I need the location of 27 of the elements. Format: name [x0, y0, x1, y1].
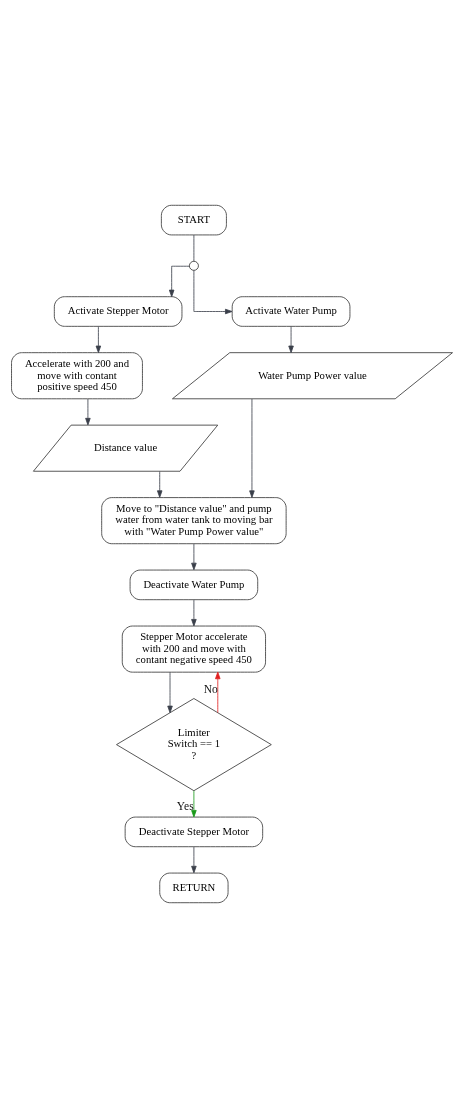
node-box: Move to "Distance value" and pump water from water tank to moving bar with "Water Pump Power value" — [101, 497, 287, 545]
node-box: Deactivate Stepper Motor — [124, 816, 264, 848]
edge-label: No — [203, 682, 218, 695]
arrow — [95, 326, 102, 354]
arrow — [168, 265, 190, 298]
arrow — [249, 398, 255, 498]
node-box: RETURN — [159, 872, 229, 904]
node-diamond: Limiter Switch == 1 ? — [116, 698, 272, 792]
arrow — [191, 543, 197, 571]
node-circle — [188, 260, 199, 271]
arrow — [215, 671, 221, 713]
node-box: Accelerate with 200 and move with contant positive speed 450 — [11, 352, 143, 400]
arrow — [191, 790, 197, 818]
node-box: Activate Stepper Motor — [53, 296, 183, 327]
arrow — [193, 269, 233, 315]
arrow — [288, 326, 294, 354]
node-box: Deactivate Water Pump — [129, 569, 259, 601]
arrow — [157, 471, 163, 498]
node-box: Activate Water Pump — [231, 296, 351, 327]
arrow — [167, 671, 173, 714]
node-box: START — [160, 204, 227, 236]
edge-label: Yes — [176, 799, 194, 812]
arrow — [191, 846, 197, 874]
arrow — [85, 398, 91, 426]
node-box: Stepper Motor accelerate with 200 and move with contant negative speed 450 — [121, 625, 266, 673]
connector — [193, 234, 195, 262]
arrow — [191, 599, 197, 627]
